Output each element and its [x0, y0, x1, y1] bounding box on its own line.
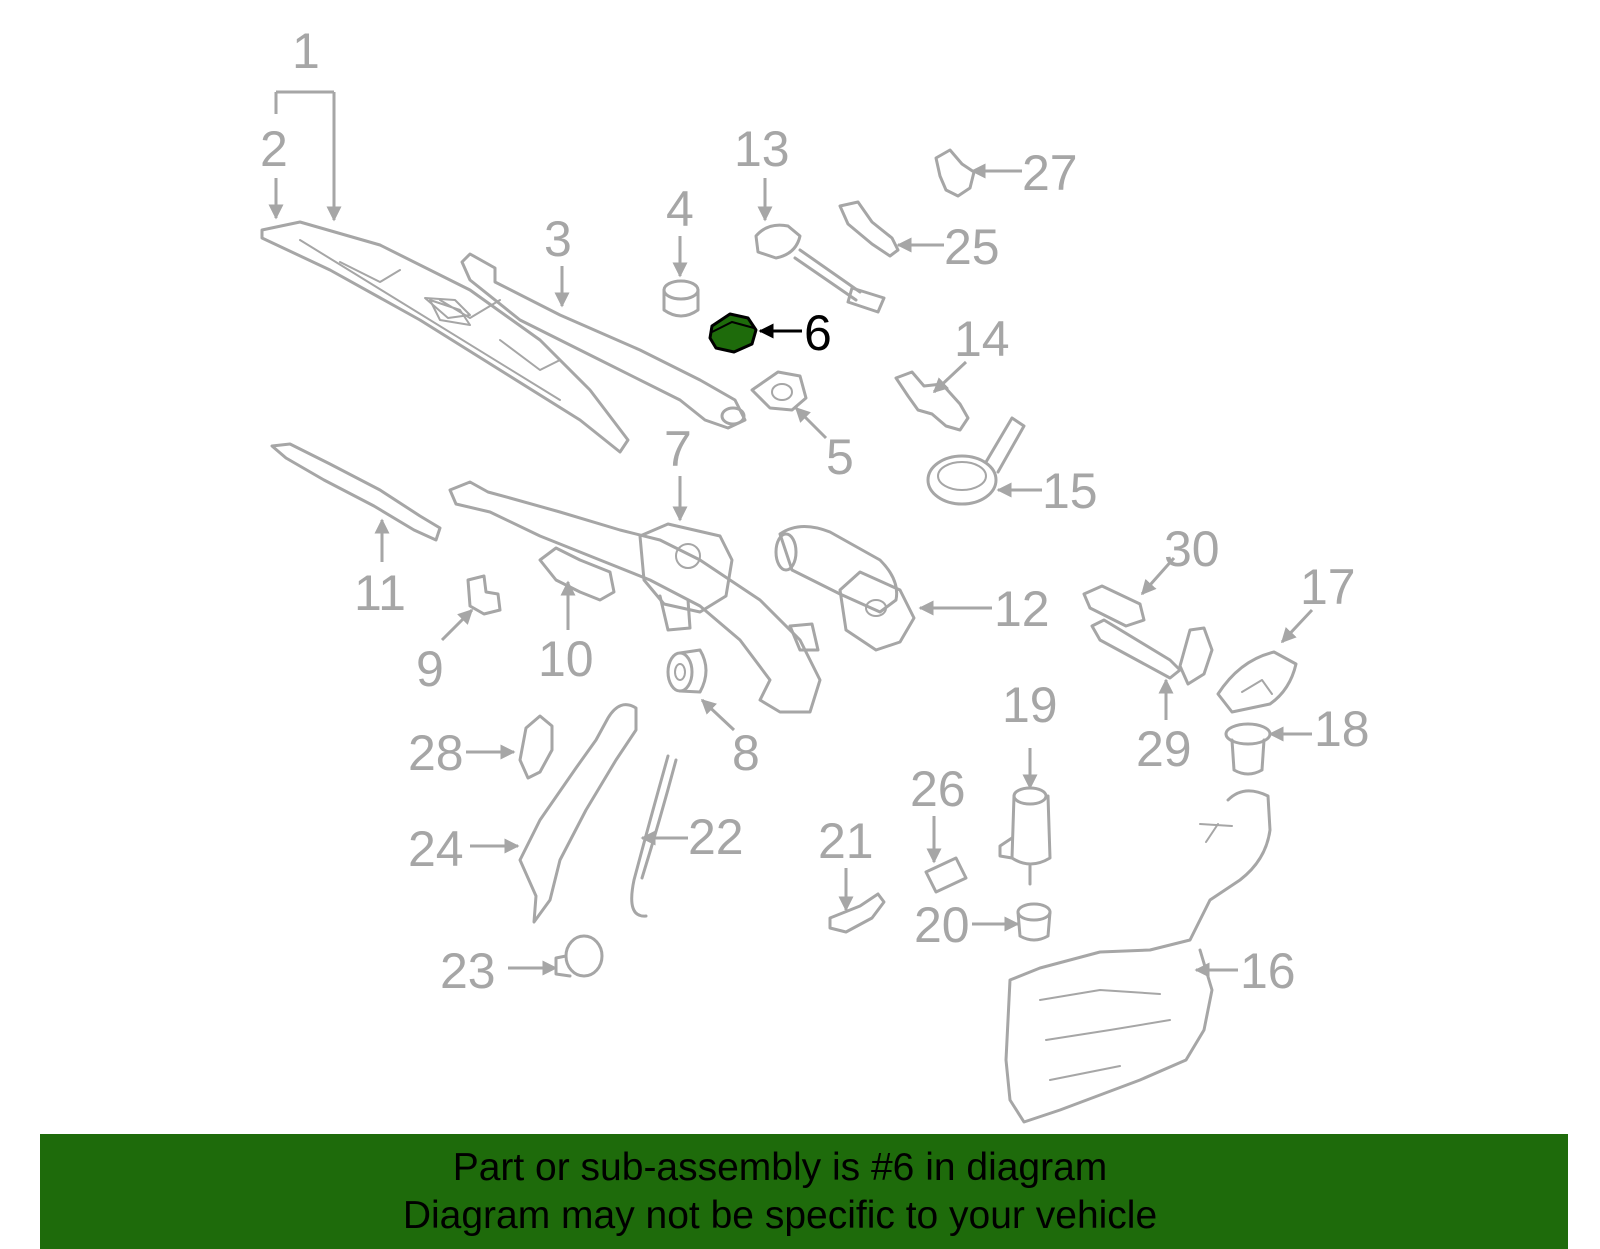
- callout-8: 8: [732, 725, 760, 781]
- callout-22: 22: [688, 809, 744, 865]
- part-plug: [1016, 902, 1052, 942]
- part-rod: [270, 442, 442, 542]
- caption-banner: Part or sub-assembly is #6 in diagram Di…: [40, 1134, 1568, 1249]
- part-clip: [838, 200, 900, 258]
- part-filler-neck: [1224, 722, 1272, 776]
- part-pad: [1082, 584, 1146, 628]
- callout-7: 7: [664, 421, 692, 477]
- callout-21: 21: [818, 813, 874, 869]
- callout-9: 9: [416, 641, 444, 697]
- callout-4: 4: [666, 181, 694, 237]
- callout-15: 15: [1042, 463, 1098, 519]
- part-washer-pump: [998, 786, 1052, 886]
- part-linkage-frame: [448, 480, 822, 714]
- callout-30: 30: [1164, 521, 1220, 577]
- part-small-clip: [466, 574, 502, 616]
- callout-16: 16: [1240, 943, 1296, 999]
- callout-14: 14: [954, 311, 1010, 367]
- callout-18: 18: [1314, 701, 1370, 757]
- part-cap: [662, 279, 700, 318]
- callout-1: 1: [292, 23, 320, 79]
- part-washer-jet: [1090, 618, 1214, 686]
- callout-25: 25: [944, 219, 1000, 275]
- part-nozzle: [828, 892, 886, 934]
- callout-10: 10: [538, 631, 594, 687]
- callout-23: 23: [440, 943, 496, 999]
- callout-26: 26: [910, 761, 966, 817]
- part-gasket: [750, 370, 808, 412]
- part-connector-small: [518, 714, 554, 780]
- callout-11: 11: [354, 565, 406, 621]
- callout-13: 13: [734, 121, 790, 177]
- callout-19: 19: [1002, 677, 1058, 733]
- callout-17: 17: [1300, 559, 1356, 615]
- callout-labels: 1 2 3 4 6 5 13 27 25 14 15 7 11 12 9 10 …: [260, 23, 1370, 999]
- part-washer-reservoir: [1004, 789, 1272, 1124]
- part-wiper-arm: [460, 252, 747, 430]
- part-wiper-blade: [260, 220, 630, 454]
- part-bracket: [894, 370, 970, 432]
- part-wiper-motor: [774, 525, 916, 652]
- callout-20: 20: [914, 897, 970, 953]
- part-linkage-bracket: [538, 546, 616, 602]
- part-tube: [924, 856, 968, 894]
- callout-24: 24: [408, 821, 464, 877]
- leader-lines: [268, 90, 1314, 978]
- part-sensor-cable: [754, 223, 886, 314]
- part-bushing: [666, 648, 708, 694]
- callout-12: 12: [994, 581, 1050, 637]
- callout-27: 27: [1022, 145, 1078, 201]
- part-cover: [1216, 650, 1298, 714]
- callout-29: 29: [1136, 721, 1192, 777]
- callout-3: 3: [544, 211, 572, 267]
- callout-6-highlighted: 6: [804, 305, 832, 361]
- part-hose: [630, 754, 678, 918]
- callout-28: 28: [408, 725, 464, 781]
- part-grommet: [554, 934, 604, 978]
- part-nut-highlighted: [708, 312, 758, 354]
- caption-line-2: Diagram may not be specific to your vehi…: [402, 1194, 1158, 1237]
- part-mount-ring: [926, 416, 1026, 506]
- part-connector: [934, 148, 976, 198]
- part-cowl-trim: [518, 703, 638, 924]
- callout-5: 5: [826, 429, 854, 485]
- caption-line-1: Part or sub-assembly is #6 in diagram: [452, 1146, 1108, 1189]
- callout-2: 2: [260, 121, 288, 177]
